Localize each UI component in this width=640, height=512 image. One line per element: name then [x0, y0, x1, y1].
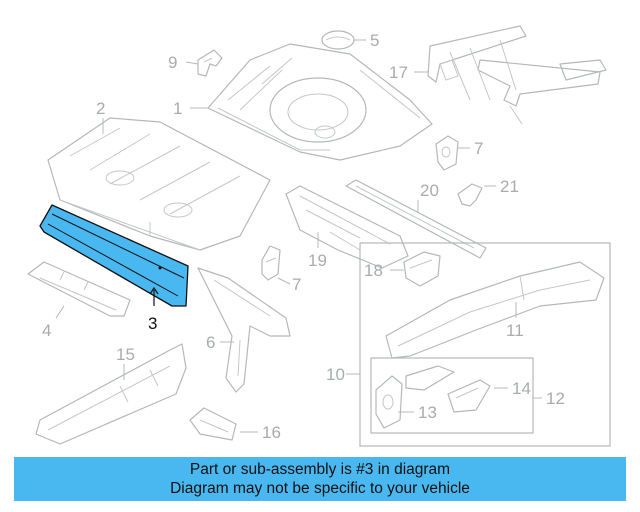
info-banner: Part or sub-assembly is #3 in diagram Di…: [14, 457, 626, 501]
callout-21: 21: [500, 177, 519, 196]
callout-14: 14: [512, 379, 531, 398]
part-7-bracket: [261, 245, 281, 281]
callout-18: 19: [308, 251, 327, 270]
callout-15: 15: [116, 345, 135, 364]
callout-1: 1: [173, 99, 182, 118]
callout-16: 16: [262, 423, 281, 442]
part-20-rail: [345, 179, 487, 259]
callout-20: 20: [420, 181, 439, 200]
callout-19: 18: [364, 261, 383, 280]
part-3-crossmember-highlighted[interactable]: [39, 204, 189, 307]
callout-17: 17: [389, 63, 408, 82]
parts-diagram: 5 9 1 17 2 7: [27, 25, 611, 447]
callout-6: 6: [206, 333, 215, 352]
callout-11: 11: [506, 321, 524, 340]
callout-2: 2: [96, 99, 105, 118]
part-21-bracket: [457, 183, 483, 207]
part-13-plate: [375, 375, 403, 429]
part-9-bracket: [197, 49, 223, 77]
part-11-side-member: [385, 261, 605, 359]
callout-7: 7: [292, 275, 301, 294]
assembly-box-10: [359, 242, 611, 447]
callout-4: 4: [42, 321, 51, 340]
part-15-rail: [35, 343, 187, 445]
part-2-center-floor-pan: [47, 117, 271, 251]
part-18-side-member: [285, 185, 409, 269]
part-19-bracket: [403, 251, 441, 287]
part-6-pillar: [197, 267, 291, 393]
part-14-bracket: [405, 365, 491, 413]
callout-9: 9: [168, 53, 177, 72]
callout-13: 13: [418, 403, 437, 422]
part-16-bracket: [189, 407, 237, 441]
callout-5: 5: [370, 31, 379, 50]
part-4-bracket: [27, 261, 131, 317]
banner-line-1: Part or sub-assembly is #3 in diagram: [189, 461, 451, 478]
banner-line-2: Diagram may not be specific to your vehi…: [170, 480, 470, 497]
part-5-plug: [321, 30, 355, 50]
callout-12: 12: [546, 389, 565, 408]
callout-10: 10: [326, 365, 345, 384]
part-17-crossmember: [427, 25, 607, 125]
callout-8: 7: [474, 139, 483, 158]
part-8-plate: [435, 135, 459, 171]
assembly-box-12: [370, 357, 534, 434]
part-1-rear-floor-pan: [207, 43, 433, 161]
callout-3: 3: [148, 314, 157, 333]
